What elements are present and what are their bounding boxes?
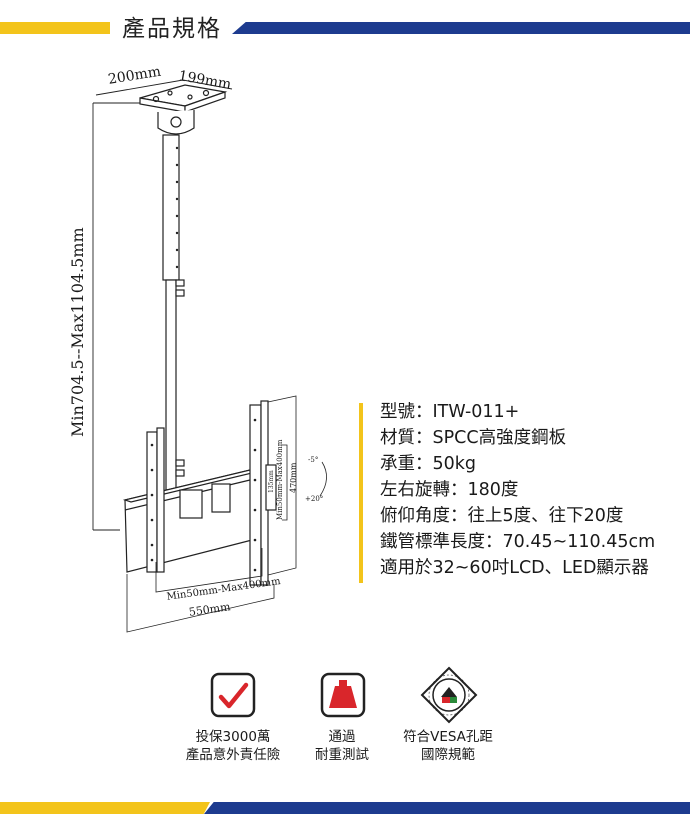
header-yellow-bar [0, 22, 110, 34]
spec-pole-length: 鐵管標準長度：70.45~110.45cm [380, 532, 656, 552]
dim-tilt-up: -5° [308, 456, 319, 464]
dim-tilt-down: +20° [305, 495, 324, 503]
badge-vesa-caption: 符合VESA孔距 國際規範 [403, 729, 493, 763]
badge-insurance-caption: 投保3000萬 產品意外責任險 [185, 729, 281, 763]
spec-screen-size: 適用於32~60吋LCD、LED顯示器 [380, 558, 649, 578]
footer-blue-bar [204, 802, 690, 814]
spec-material: 材質：SPCC高強度鋼板 [380, 428, 567, 448]
spec-tilt: 俯仰角度：往上5度、往下20度 [380, 506, 624, 526]
spec-list: 型號：ITW-011+ 材質：SPCC高強度鋼板 承重：50kg 左右旋轉：18… [380, 399, 655, 581]
weight-icon [320, 672, 366, 718]
checkmark-icon [210, 672, 256, 718]
spec-load: 承重：50kg [380, 454, 477, 474]
dim-vesa-height: Min50mm-Max400mm [276, 439, 284, 520]
vesa-seal-icon [420, 666, 478, 724]
footer-yellow-bar [0, 802, 210, 814]
header-blue-bar [232, 22, 690, 34]
spec-accent-bar [359, 403, 363, 583]
dim-plate-height-b: 135mm [268, 470, 275, 493]
badge-load-test-caption: 通過 耐重測試 [315, 729, 369, 763]
spec-swivel: 左右旋轉：180度 [380, 480, 519, 500]
section-title: 產品規格 [122, 16, 222, 42]
spec-model: 型號：ITW-011+ [380, 402, 520, 422]
dim-plate-height: 470mm [289, 462, 298, 493]
dim-height-range: Min704.5--Max1104.5mm [68, 227, 87, 437]
